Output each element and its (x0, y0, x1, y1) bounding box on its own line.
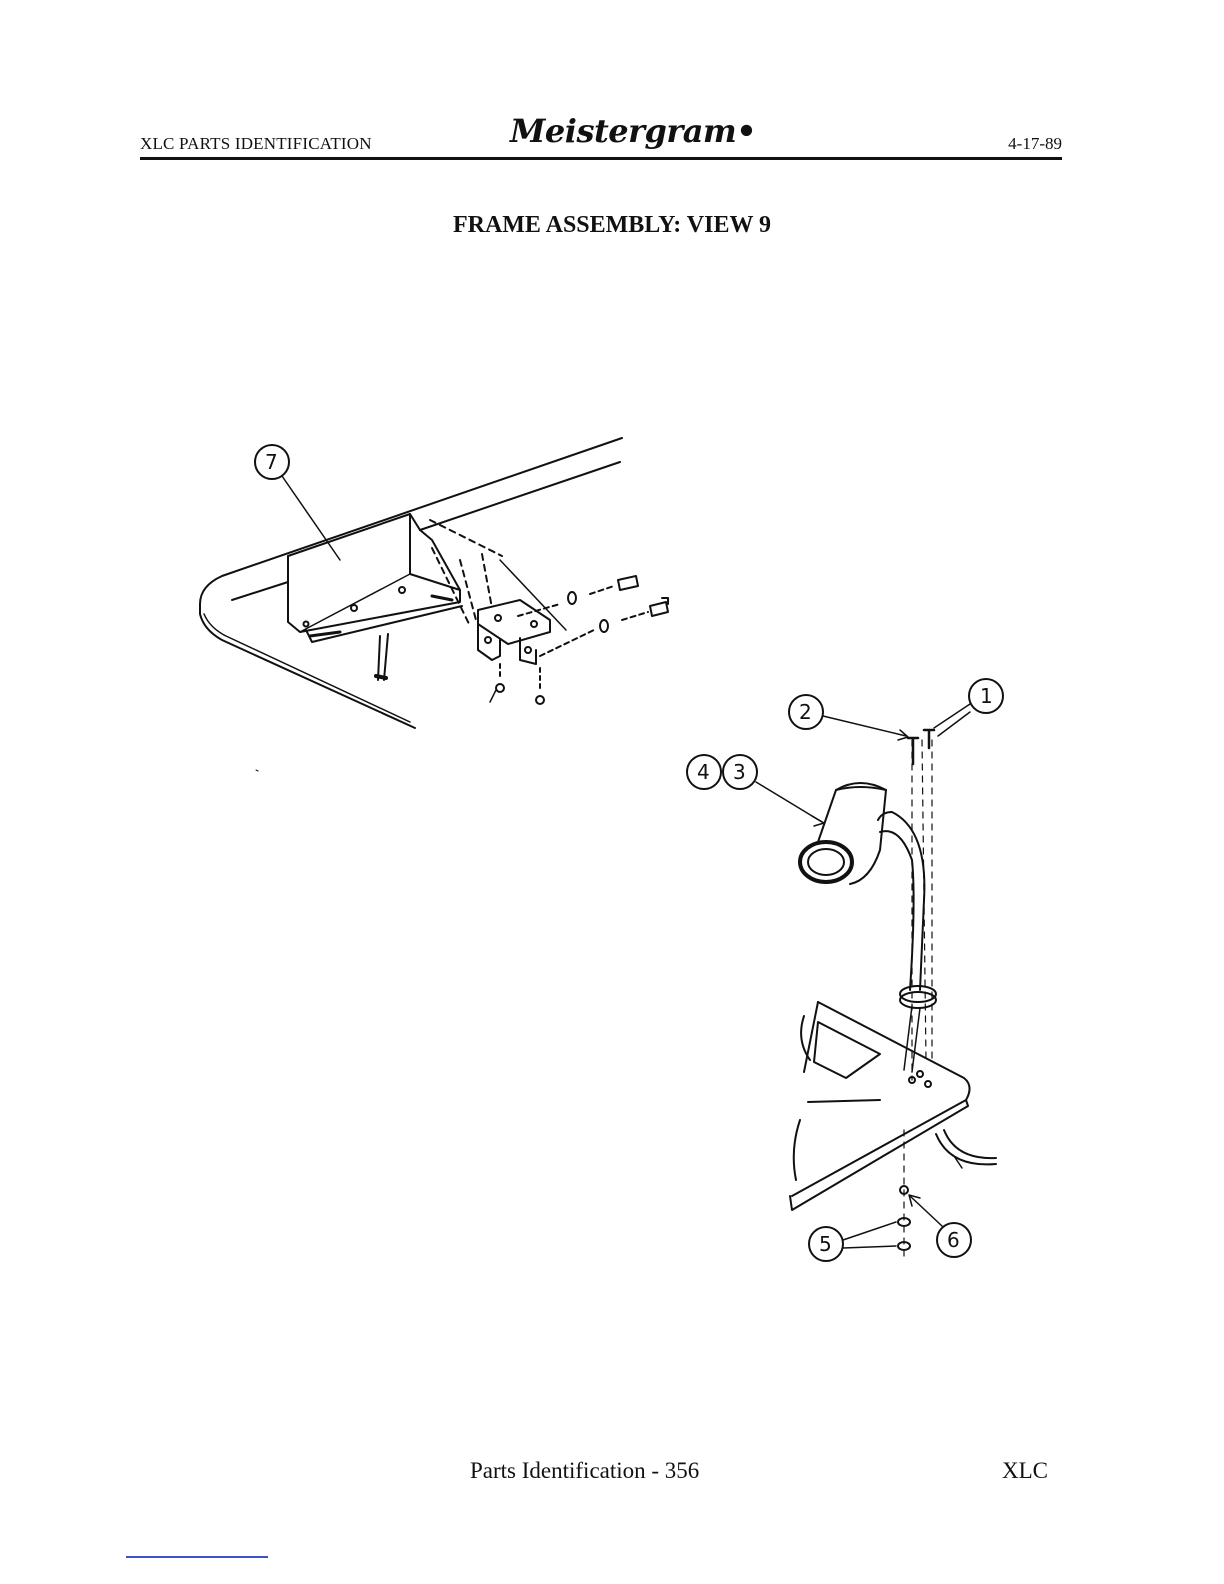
callout-1: 1 (934, 679, 1003, 736)
callout-3: 3 (723, 755, 824, 826)
callout-3-label: 3 (733, 760, 746, 784)
callout-5-label: 5 (819, 1232, 832, 1256)
callout-7: 7 (255, 445, 340, 560)
callout-1-label: 1 (980, 684, 993, 708)
table-underside-view (200, 438, 668, 728)
footer-link-underline[interactable] (126, 1556, 268, 1558)
callout-4-label: 4 (697, 760, 710, 784)
callout-4: 4 (687, 755, 721, 789)
callout-6: 6 (909, 1195, 971, 1257)
callout-2: 2 (789, 695, 908, 740)
callout-6-label: 6 (947, 1228, 960, 1252)
callout-7-label: 7 (265, 450, 278, 474)
scan-speck (256, 770, 258, 771)
callout-5: 5 (809, 1222, 896, 1261)
footer-model: XLC (1002, 1458, 1048, 1484)
footer-page-number: Parts Identification - 356 (470, 1458, 699, 1484)
lamp-assembly-view (790, 730, 996, 1262)
callout-2-label: 2 (799, 700, 812, 724)
